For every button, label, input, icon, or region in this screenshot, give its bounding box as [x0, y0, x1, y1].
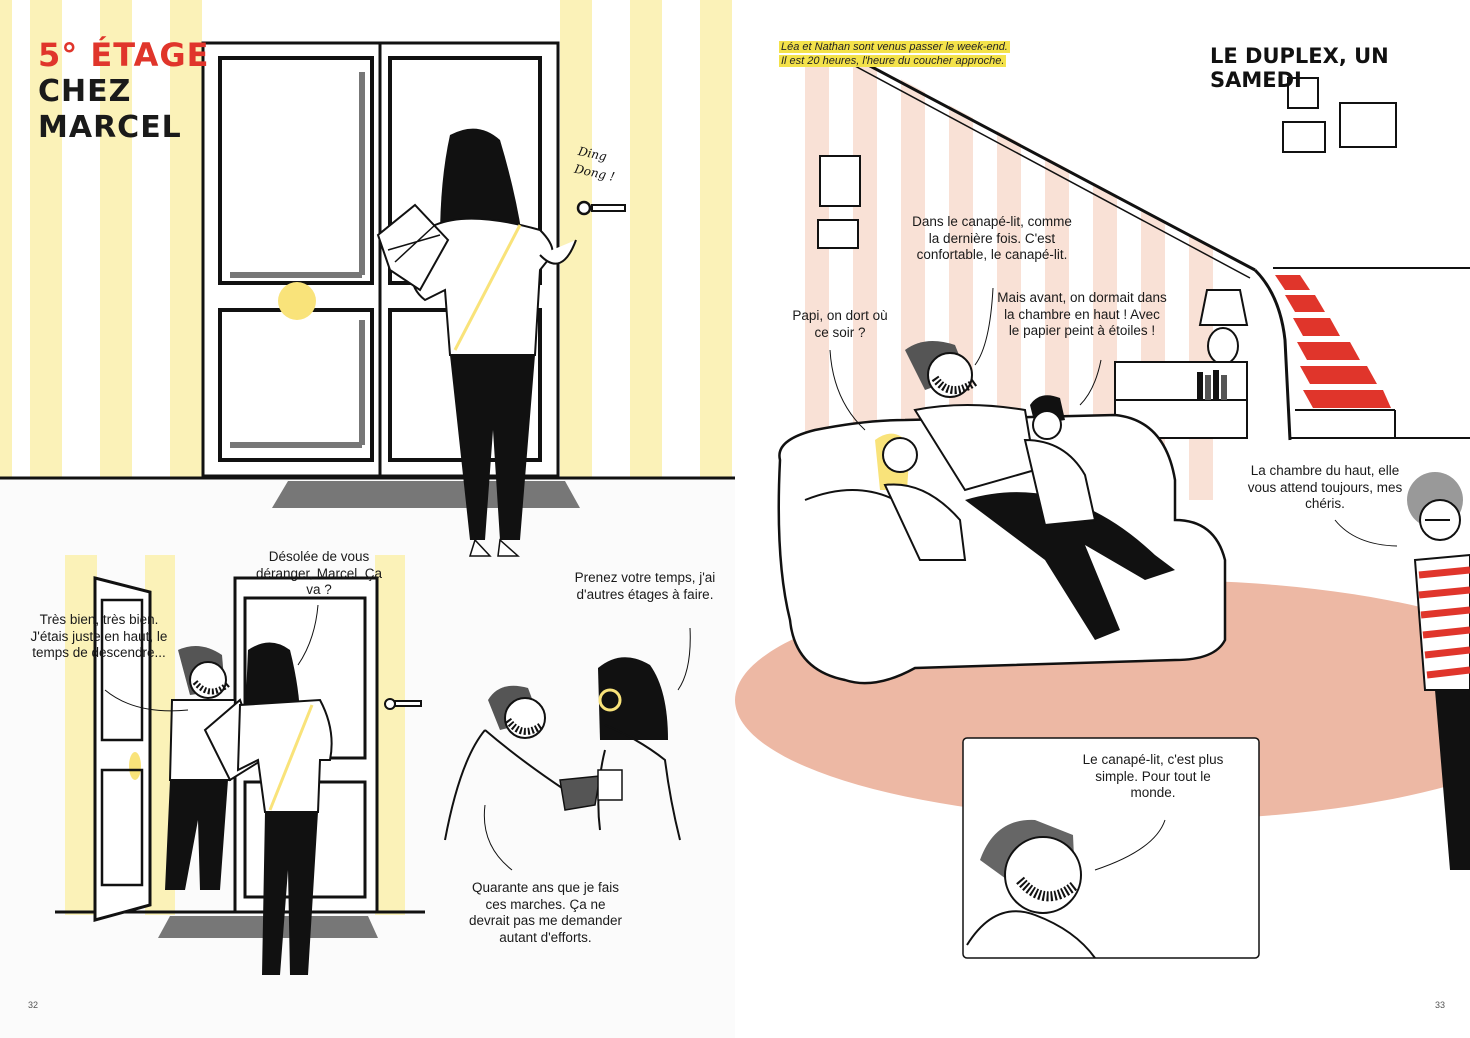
bottom-right-panel [444, 657, 681, 841]
left-page: 5° ÉTAGE CHEZ MARCEL Ding Dong ! Désolée… [0, 0, 735, 1010]
chapter-floor-title: 5° ÉTAGE [38, 36, 210, 74]
speech-bubble-sorry: Désolée de vous déranger, Marcel. Ça va … [255, 549, 383, 597]
caption-line-1: Léa et Nathan sont venus passer le week-… [779, 41, 1010, 53]
grandmother [1407, 472, 1470, 870]
speech-bubble-sofa-bed: Dans le canapé-lit, comme la dernière fo… [912, 214, 1072, 262]
narrative-caption: Léa et Nathan sont venus passer le week-… [779, 40, 1010, 68]
speech-bubble-very-good: Très bien, très bien. J'étais juste en h… [30, 612, 168, 660]
right-page-illustration [735, 30, 1470, 959]
family-on-sofa [875, 341, 1175, 640]
right-page: Léa et Nathan sont venus passer le week-… [735, 0, 1470, 1038]
chapter-title-line-marcel: MARCEL [38, 110, 182, 145]
page-number-right: 33 [1435, 1000, 1446, 1010]
speech-bubble-papi: Papi, on dort où ce soir ? [792, 308, 888, 340]
bottom-left-panel [55, 555, 425, 975]
speech-tails-right [829, 287, 1398, 871]
speech-bubble-simpler: Le canapé-lit, c'est plus simple. Pour t… [1082, 752, 1224, 800]
door-knob [278, 282, 316, 320]
page-number-left: 32 [28, 1000, 39, 1010]
doorbell [576, 200, 626, 216]
speech-bubble-forty-years: Quarante ans que je fais ces marches. Ça… [468, 880, 623, 945]
mail-carrier-back [376, 128, 577, 557]
lamp-and-bookshelf [1114, 289, 1249, 439]
caption-line-2: Il est 20 heures, l'heure du coucher app… [779, 55, 1007, 67]
speech-bubble-upstairs: La chambre du haut, elle vous attend tou… [1247, 463, 1403, 511]
left-page-illustration [0, 0, 735, 975]
speech-bubble-take-time: Prenez votre temps, j'ai d'autres étages… [574, 570, 716, 602]
scene-title: LE DUPLEX, UN SAMEDI [1210, 44, 1389, 92]
staircase [854, 56, 1470, 441]
speech-tails-left [104, 604, 691, 871]
doormat [272, 481, 580, 508]
speech-bubble-before: Mais avant, on dormait dans la chambre e… [997, 290, 1167, 338]
chapter-title-line-chez: CHEZ [38, 74, 132, 109]
wall-picture-frames [817, 77, 1397, 249]
inset-panel [962, 737, 1260, 959]
